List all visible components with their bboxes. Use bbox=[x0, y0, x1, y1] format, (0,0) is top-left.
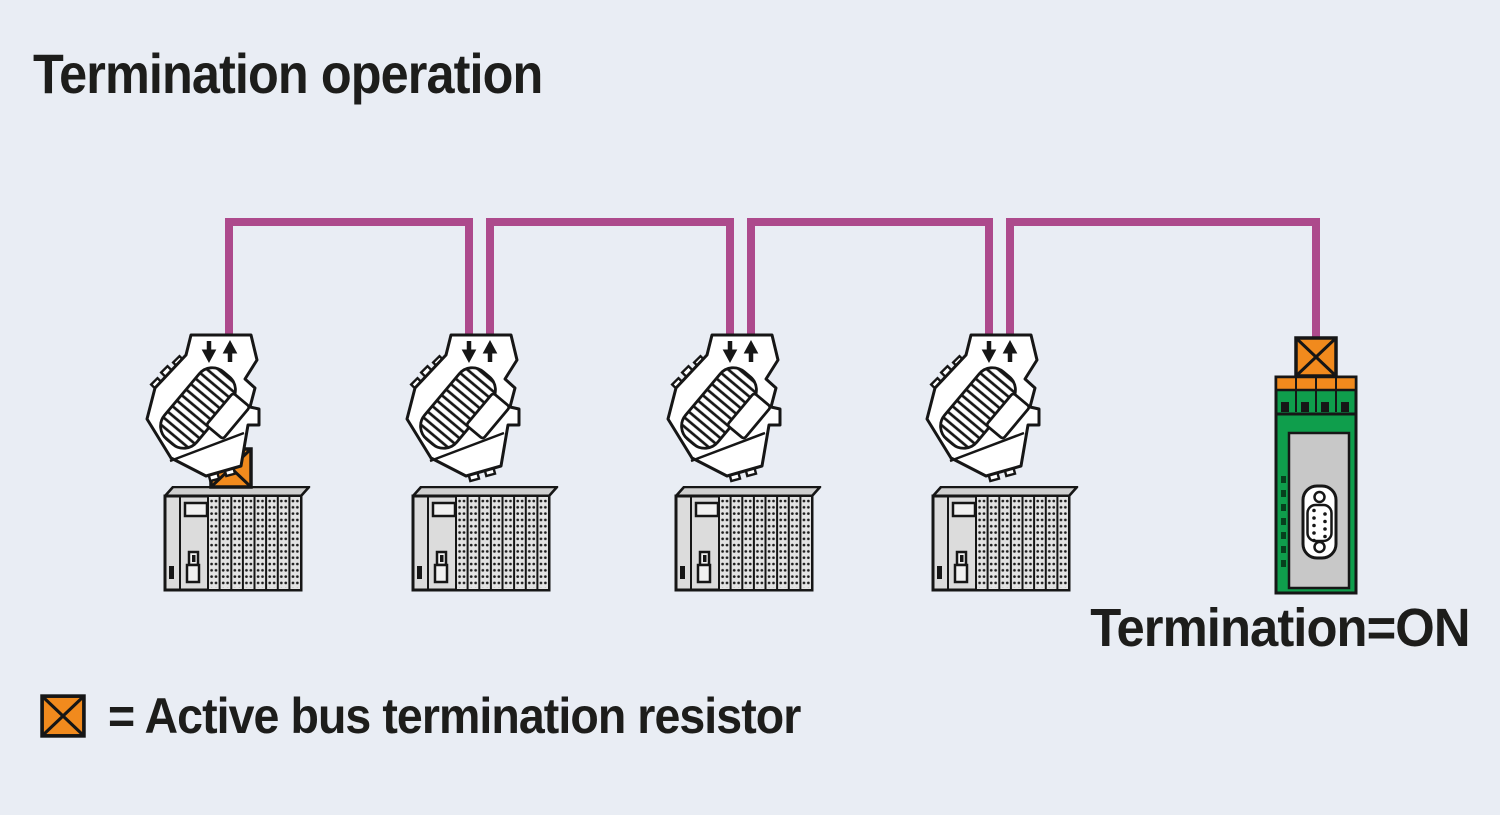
bus-connector-station-2 bbox=[407, 335, 519, 481]
legend: = Active bus termination resistor bbox=[40, 691, 853, 741]
bus-cable-segment-4 bbox=[1006, 218, 1320, 342]
bus-connector-station-4 bbox=[927, 335, 1039, 481]
termination-on-label: Termination=ON bbox=[1090, 598, 1471, 658]
bus-cable-segment-2 bbox=[486, 218, 734, 342]
plc-station-4 bbox=[931, 486, 1079, 592]
page-title: Termination operation bbox=[33, 42, 543, 105]
bus-connector-station-3 bbox=[668, 335, 780, 481]
module-led-strip bbox=[1281, 476, 1286, 567]
legend-text: = Active bus termination resistor bbox=[108, 688, 801, 744]
termination-resistor-icon-module bbox=[1294, 336, 1338, 378]
plc-station-2 bbox=[411, 486, 559, 592]
bus-cable-segment-3 bbox=[747, 218, 993, 342]
bus-connector-station-1 bbox=[147, 335, 259, 481]
bus-cable-segment-1 bbox=[225, 218, 473, 342]
active-termination-module bbox=[1274, 336, 1358, 595]
active-termination-resistor-icon bbox=[40, 694, 86, 738]
d-sub-9-socket-icon bbox=[1301, 484, 1338, 560]
bus-cables bbox=[225, 218, 1320, 342]
plc-station-1 bbox=[163, 486, 311, 592]
module-terminal-screws bbox=[1281, 402, 1349, 412]
plc-station-3 bbox=[674, 486, 822, 592]
